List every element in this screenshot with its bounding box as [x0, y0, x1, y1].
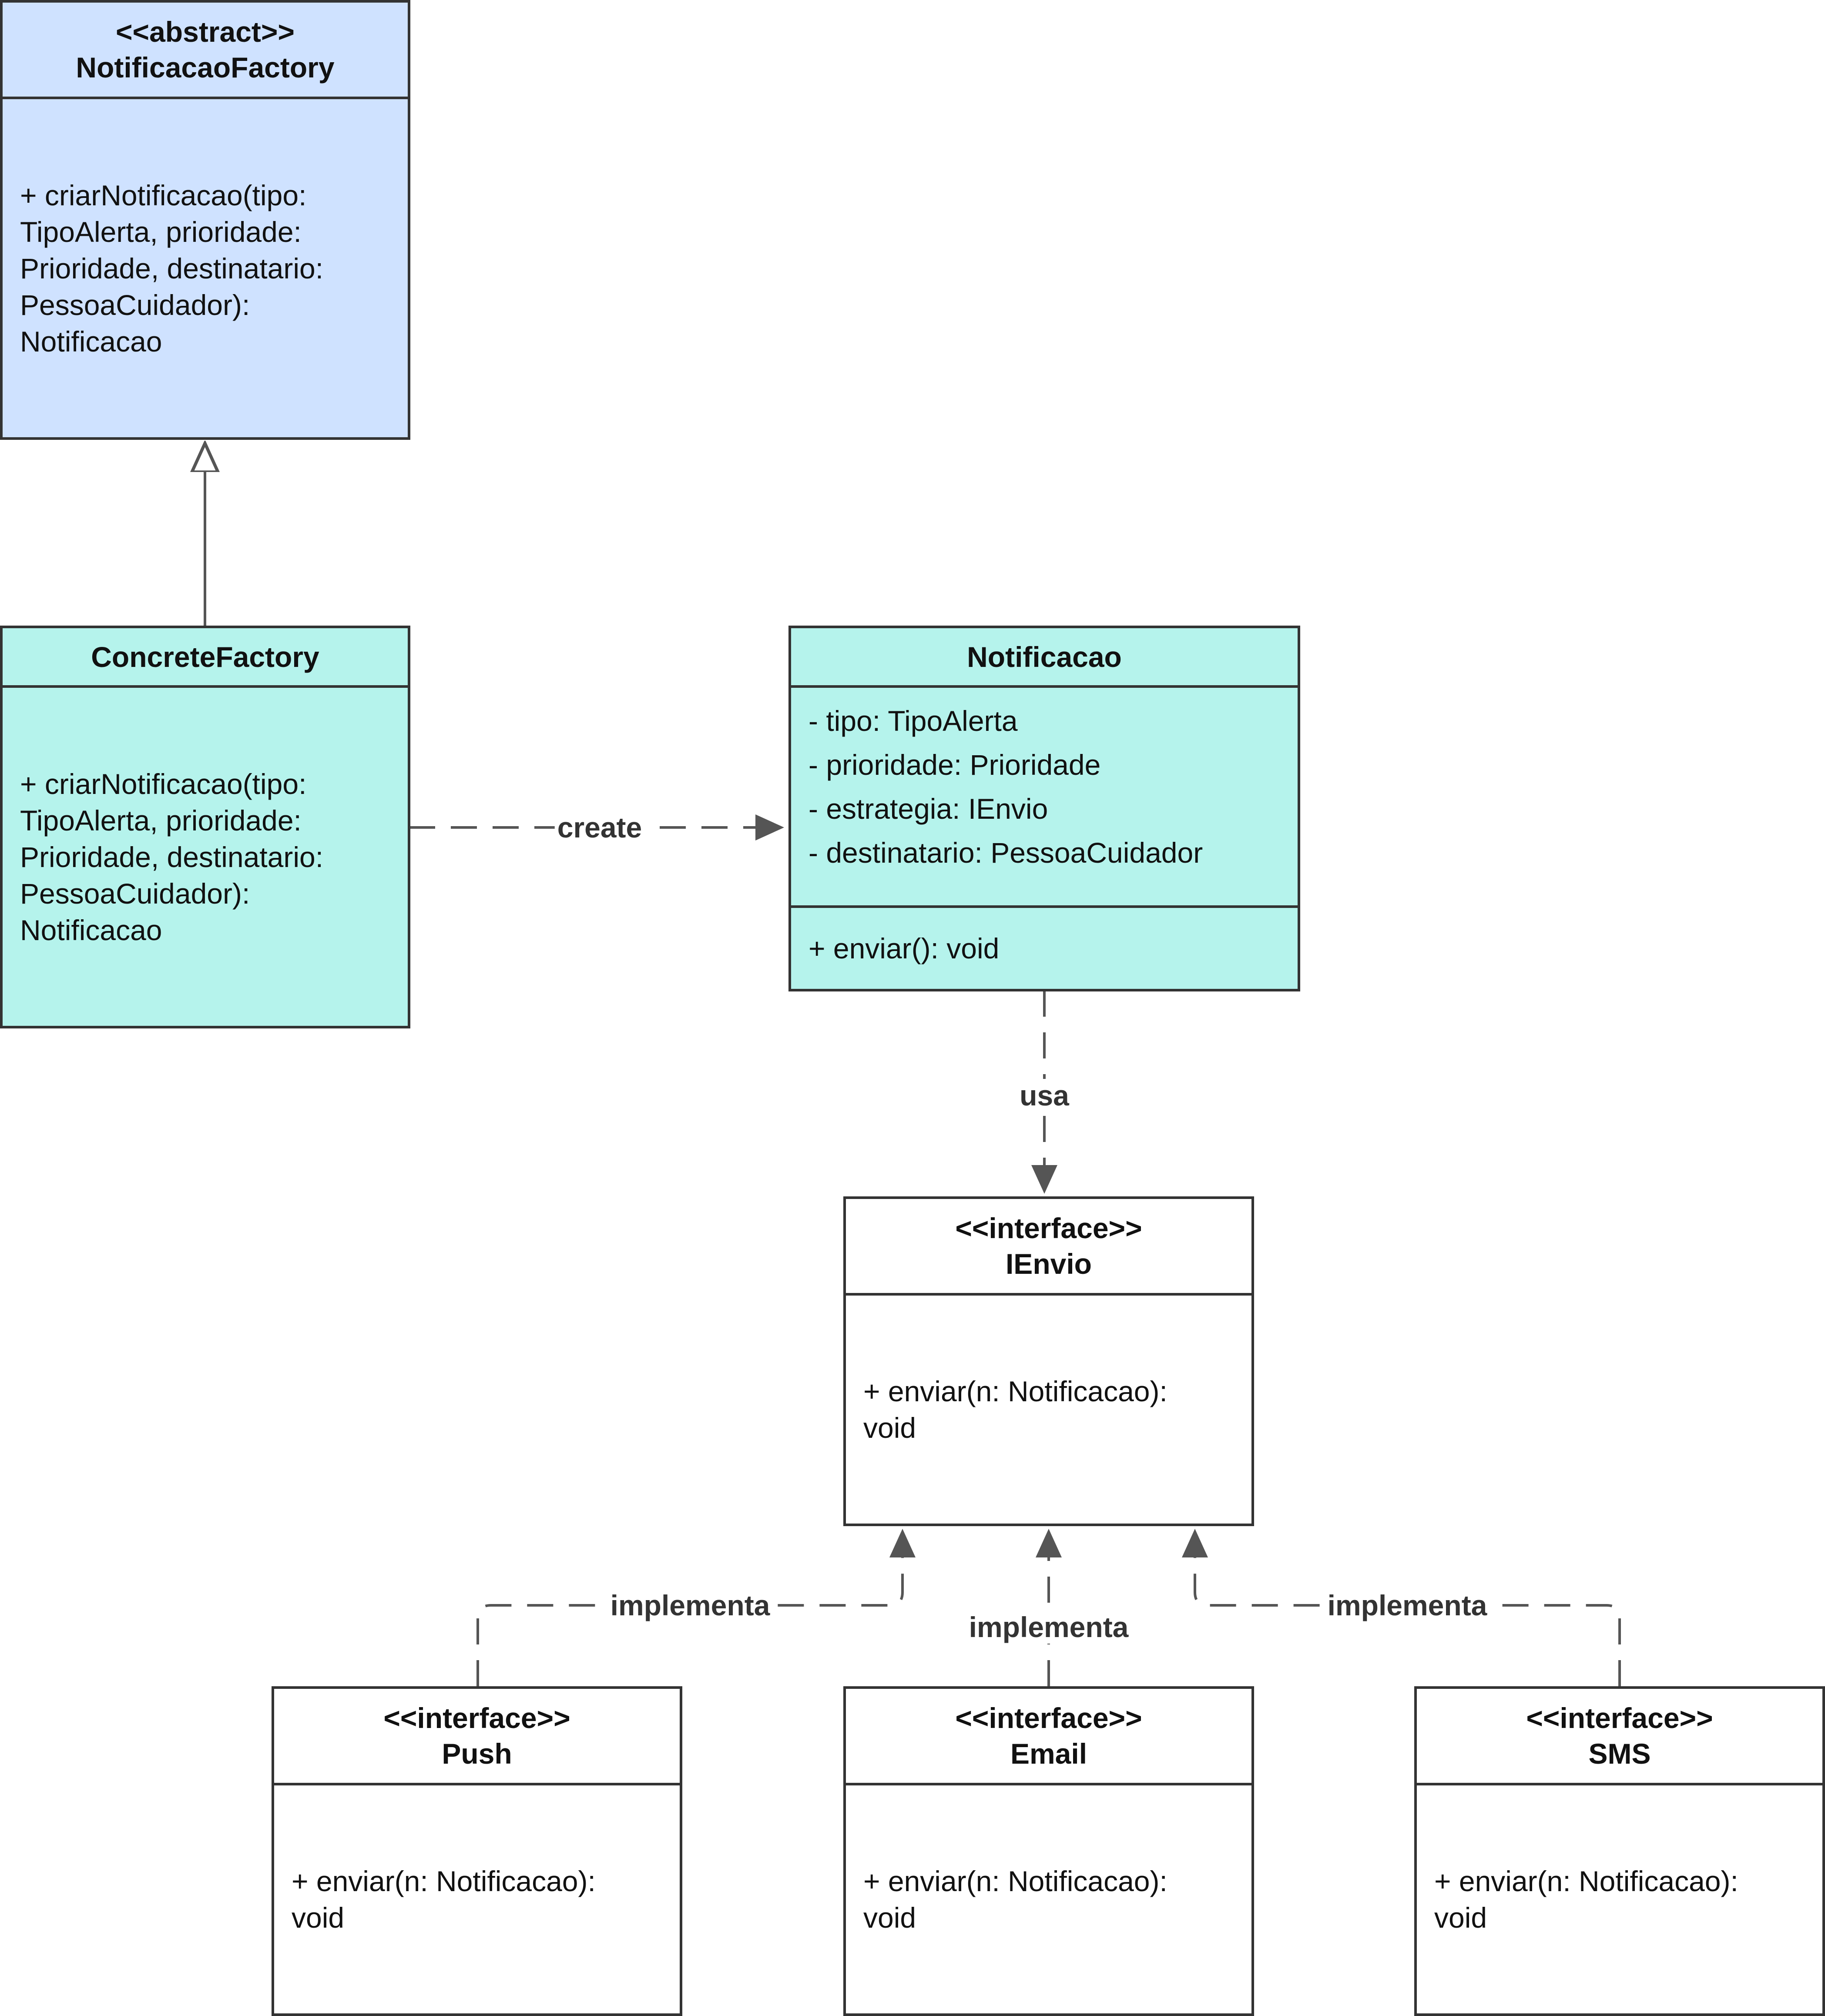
class-header: <<interface>> Push — [274, 1689, 680, 1785]
method-line: void — [863, 1412, 916, 1444]
implementa-sms-connector — [1182, 1529, 1621, 1686]
class-stereotype: <<interface>> — [1526, 1702, 1713, 1734]
method-line: + criarNotificacao(tipo: — [20, 179, 307, 211]
attribute-line: - destinatario: PessoaCuidador — [809, 837, 1203, 869]
class-header: ConcreteFactory — [3, 628, 408, 688]
methods-compartment: + enviar(n: Notificacao): void — [846, 1296, 1251, 1524]
method-line: void — [863, 1902, 916, 1934]
method-line: + enviar(n: Notificacao): — [863, 1375, 1167, 1407]
class-header: <<abstract>> NotificacaoFactory — [3, 3, 408, 99]
methods-compartment: + enviar(n: Notificacao): void — [1417, 1785, 1822, 2013]
class-stereotype: <<abstract>> — [116, 16, 295, 48]
email-interface[interactable]: <<interface>> Email + enviar(n: Notifica… — [843, 1686, 1254, 2016]
method-line: + criarNotificacao(tipo: — [20, 767, 307, 800]
class-stereotype: <<interface>> — [955, 1702, 1142, 1734]
implementa-push-connector — [476, 1529, 916, 1686]
methods-compartment: + criarNotificacao(tipo: TipoAlerta, pri… — [3, 688, 408, 1026]
class-stereotype: <<interface>> — [955, 1212, 1142, 1244]
method-line: Prioridade, destinatario: — [20, 252, 324, 285]
class-name: Email — [1010, 1738, 1087, 1770]
method-line: + enviar(n: Notificacao): — [1434, 1865, 1738, 1897]
attributes-compartment: - tipo: TipoAlerta - prioridade: Priorid… — [791, 688, 1298, 908]
notificacao-factory-class[interactable]: <<abstract>> NotificacaoFactory + criarN… — [0, 0, 410, 440]
method-line: Notificacao — [20, 914, 162, 946]
class-name: ConcreteFactory — [91, 640, 319, 673]
class-name: IEnvio — [1005, 1248, 1092, 1280]
method-line: PessoaCuidador): — [20, 877, 250, 910]
class-header: Notificacao — [791, 628, 1298, 688]
attribute-line: - tipo: TipoAlerta — [809, 705, 1018, 737]
methods-compartment: + enviar(n: Notificacao): void — [274, 1785, 680, 2013]
push-interface[interactable]: <<interface>> Push + enviar(n: Notificac… — [272, 1686, 682, 2016]
create-label: create — [554, 811, 645, 844]
method-line: + enviar(n: Notificacao): — [863, 1865, 1167, 1897]
method-line: + enviar(): void — [809, 932, 1000, 964]
ienvio-interface[interactable]: <<interface>> IEnvio + enviar(n: Notific… — [843, 1196, 1254, 1526]
method-line: void — [292, 1902, 345, 1934]
class-name: NotificacaoFactory — [76, 51, 335, 84]
method-line: PessoaCuidador): — [20, 288, 250, 321]
implementa-email-label: implementa — [966, 1611, 1131, 1644]
implementa-sms-label: implementa — [1325, 1589, 1490, 1622]
class-name: Push — [442, 1738, 512, 1770]
attribute-line: - estrategia: IEnvio — [809, 793, 1048, 825]
class-name: Notificacao — [967, 640, 1122, 673]
class-header: <<interface>> SMS — [1417, 1689, 1822, 1785]
method-line: + enviar(n: Notificacao): — [292, 1865, 596, 1897]
notificacao-class[interactable]: Notificacao - tipo: TipoAlerta - priorid… — [788, 626, 1300, 991]
methods-compartment: + enviar(n: Notificacao): void — [846, 1785, 1251, 2013]
class-header: <<interface>> IEnvio — [846, 1199, 1251, 1296]
concrete-factory-class[interactable]: ConcreteFactory + criarNotificacao(tipo:… — [0, 626, 410, 1028]
attribute-line: - prioridade: Prioridade — [809, 749, 1101, 781]
methods-compartment: + enviar(): void — [791, 908, 1298, 989]
class-stereotype: <<interface>> — [383, 1702, 570, 1734]
method-line: TipoAlerta, prioridade: — [20, 215, 302, 248]
method-line: TipoAlerta, prioridade: — [20, 804, 302, 837]
method-line: Notificacao — [20, 325, 162, 358]
method-line: void — [1434, 1902, 1487, 1934]
class-name: SMS — [1588, 1738, 1651, 1770]
sms-interface[interactable]: <<interface>> SMS + enviar(n: Notificaca… — [1414, 1686, 1825, 2016]
class-header: <<interface>> Email — [846, 1689, 1251, 1785]
method-line: Prioridade, destinatario: — [20, 841, 324, 873]
methods-compartment: + criarNotificacao(tipo: TipoAlerta, pri… — [3, 99, 408, 437]
usa-label: usa — [1017, 1079, 1072, 1112]
implementa-push-label: implementa — [607, 1589, 773, 1622]
